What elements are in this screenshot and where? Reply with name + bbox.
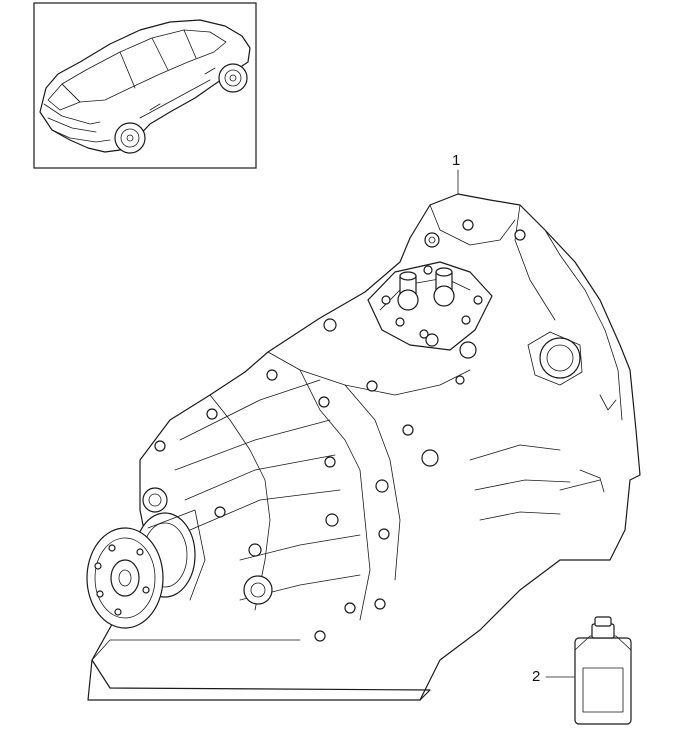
car-thumbnail-icon[interactable] [39, 19, 251, 154]
output-flange [86, 509, 206, 629]
callout-label-1[interactable]: 1 [452, 152, 461, 169]
callout-label-2[interactable]: 2 [532, 668, 541, 685]
oil-bottle-icon[interactable] [574, 616, 632, 725]
transmission-assembly-icon[interactable] [86, 193, 641, 701]
vehicle-thumbnail [33, 2, 257, 169]
